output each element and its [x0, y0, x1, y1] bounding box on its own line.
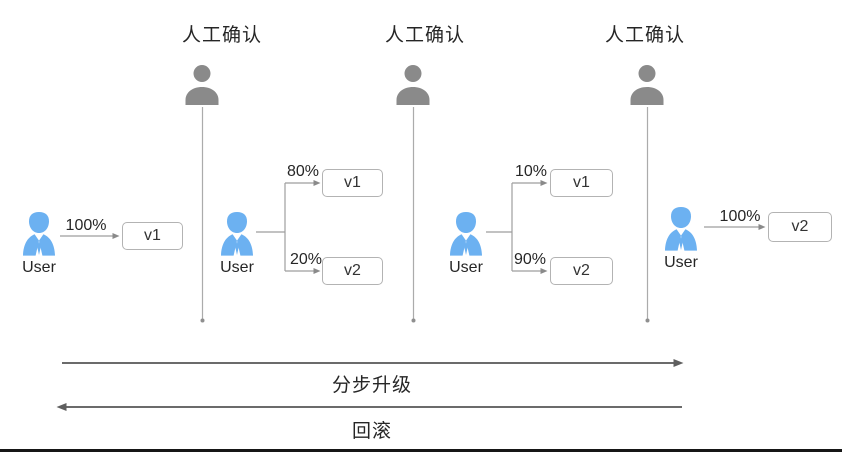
- version-box: v2: [768, 212, 832, 242]
- bottom-edge-bar: [0, 449, 842, 452]
- version-label: v2: [344, 262, 361, 279]
- version-label: v1: [573, 174, 590, 191]
- confirm-person-icon: [630, 65, 664, 105]
- confirm-label-1: 人工确认: [181, 25, 263, 46]
- version-box: v1: [322, 169, 383, 197]
- separator-end-dots: [200, 318, 650, 323]
- traffic-percent: 20%: [289, 251, 323, 268]
- version-label: v2: [791, 218, 809, 235]
- user-label: User: [220, 259, 254, 276]
- version-label: v1: [144, 227, 161, 244]
- user-label: User: [22, 259, 56, 276]
- version-box: v1: [122, 222, 183, 250]
- user-icon: [221, 212, 253, 256]
- user-label: User: [449, 259, 483, 276]
- version-box: v2: [322, 257, 383, 285]
- traffic-percent: 80%: [286, 163, 320, 180]
- traffic-percent: 10%: [514, 163, 548, 180]
- user-label: User: [664, 254, 698, 271]
- user-icon: [450, 212, 482, 256]
- confirm-person-icon: [396, 65, 430, 105]
- confirm-label-3: 人工确认: [604, 25, 686, 46]
- confirm-person-icon: [185, 65, 219, 105]
- separator-lines: [201, 107, 649, 320]
- upgrade-axis-label: 分步升级: [331, 375, 413, 396]
- version-box: v2: [550, 257, 613, 285]
- axis-arrows: [56, 359, 684, 411]
- version-label: v2: [573, 262, 590, 279]
- user-icon: [665, 207, 697, 251]
- rollback-axis-label: 回滚: [351, 421, 393, 442]
- flow-connectors: [60, 180, 766, 274]
- user-icon: [23, 212, 55, 256]
- traffic-percent: 90%: [513, 251, 547, 268]
- confirm-label-2: 人工确认: [384, 25, 466, 46]
- traffic-percent: 100%: [65, 217, 107, 234]
- traffic-percent: 100%: [719, 208, 761, 225]
- version-label: v1: [344, 174, 361, 191]
- version-box: v1: [550, 169, 613, 197]
